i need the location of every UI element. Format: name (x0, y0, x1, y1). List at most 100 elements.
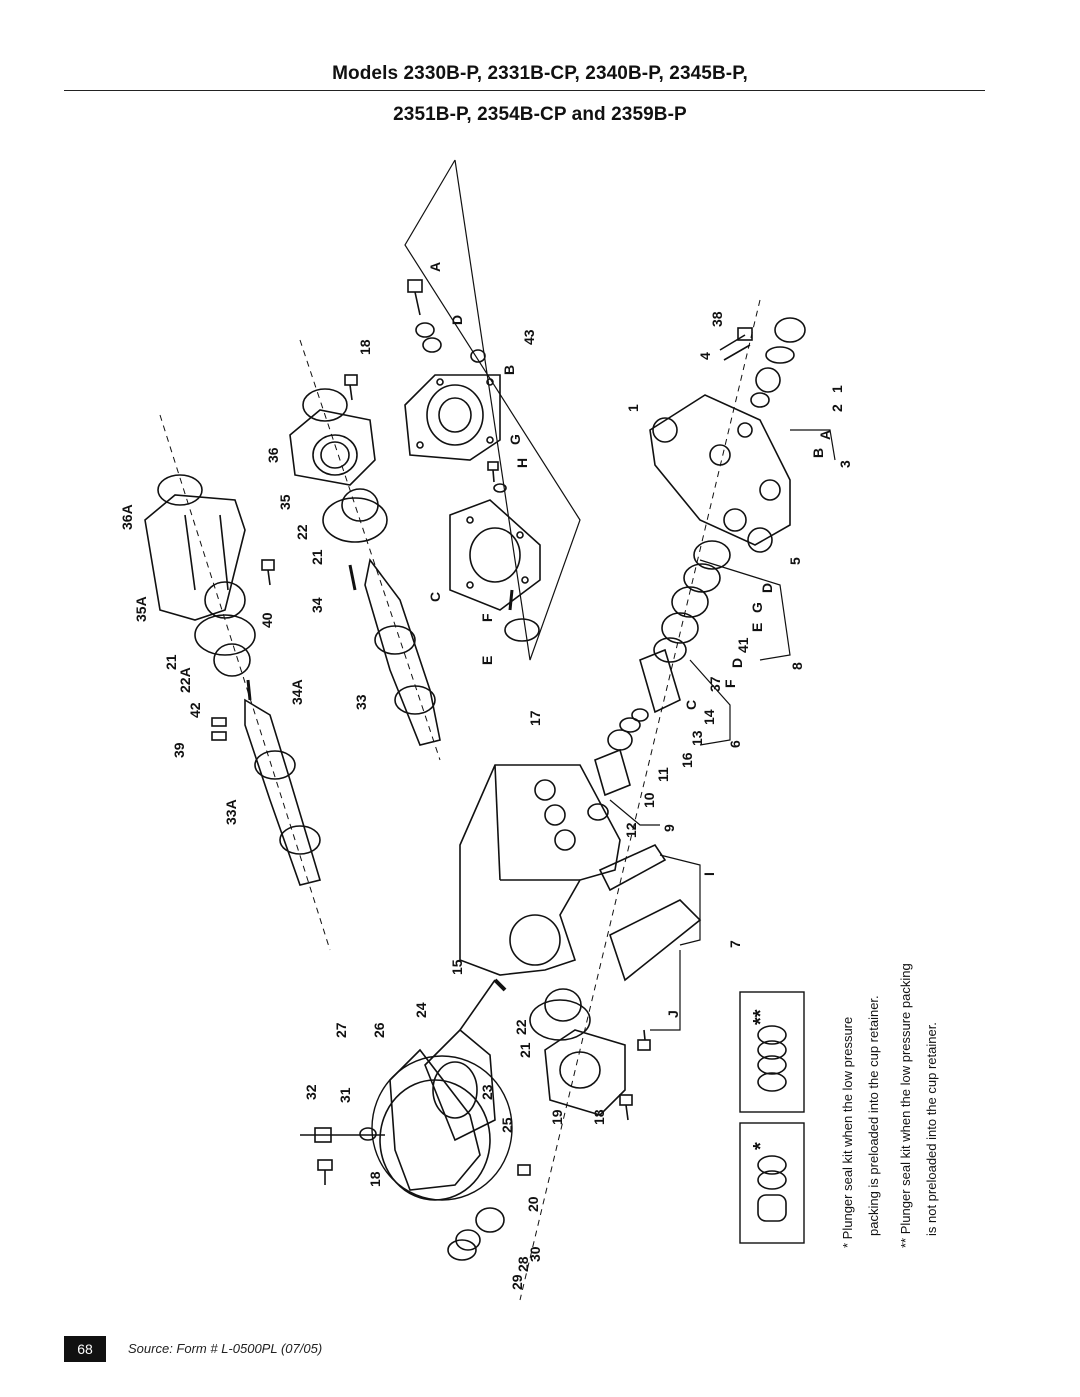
note-1-line-1: * Plunger seal kit when the low pressure (840, 1017, 855, 1248)
label-22-lower: 22 (513, 1019, 529, 1035)
label-34: 34 (309, 597, 325, 613)
crankshaft-33 (364, 558, 441, 746)
label-35a: 35A (133, 596, 149, 622)
label-24: 24 (413, 1002, 429, 1018)
label-40: 40 (259, 612, 275, 628)
manifold-head (649, 394, 791, 553)
label-6: 6 (727, 740, 743, 748)
label-28: 28 (515, 1256, 531, 1272)
label-14: 14 (701, 709, 717, 725)
label-a-top: A (427, 262, 443, 272)
label-a-valve: A (817, 430, 833, 440)
footnotes: * Plunger seal kit when the low pressure… (840, 963, 939, 1248)
label-d-stack: D (759, 583, 775, 593)
note-2-line-2: is not preloaded into the cup retainer. (924, 1022, 939, 1236)
stud-4 (719, 334, 751, 361)
page-number: 68 (64, 1336, 106, 1362)
bearing-housing-35 (289, 409, 376, 486)
piston-10 (594, 748, 631, 797)
label-15: 15 (449, 959, 465, 975)
label-20: 20 (525, 1196, 541, 1212)
label-23: 23 (479, 1084, 495, 1100)
bolt-18-left (317, 1159, 333, 1185)
bearing-housing-35a (144, 494, 246, 621)
label-b-top: B (501, 365, 517, 375)
label-31: 31 (337, 1087, 353, 1103)
plug-1 (774, 317, 806, 343)
kit-double-star-rings (757, 1025, 787, 1092)
label-13: 13 (689, 730, 705, 746)
pin-f (508, 589, 514, 611)
label-f-top: F (479, 613, 495, 622)
label-30: 30 (527, 1246, 543, 1262)
label-21-left: 21 (163, 654, 179, 670)
seal-kit-star-box (739, 1122, 805, 1244)
label-36a: 36A (119, 504, 135, 530)
seal-kit-double-star-box (739, 991, 805, 1113)
bearing-22 (341, 488, 379, 522)
note-2-line-1: ** Plunger seal kit when the low pressur… (898, 963, 913, 1248)
seal-stack (594, 540, 731, 797)
rear-cover-19 (544, 1029, 626, 1116)
source-reference: Source: Form # L-0500PL (07/05) (128, 1341, 323, 1356)
label-33: 33 (353, 694, 369, 710)
key-34 (348, 564, 357, 591)
label-41: 41 (735, 637, 751, 653)
nut-38 (737, 327, 753, 341)
bearing-cover-36 (302, 388, 348, 422)
bolt-18-lower (619, 1094, 633, 1121)
label-11: 11 (655, 767, 671, 782)
o-ring-31 (359, 1127, 377, 1141)
label-39: 39 (171, 742, 187, 758)
label-i: I (701, 872, 717, 876)
label-16: 16 (679, 752, 695, 768)
label-g-top: G (507, 434, 523, 445)
label-32: 32 (303, 1084, 319, 1100)
label-8: 8 (789, 662, 805, 670)
label-18-left: 18 (367, 1171, 383, 1187)
label-43: 43 (521, 329, 537, 345)
label-4: 4 (697, 352, 713, 360)
label-d-lower: D (729, 658, 745, 668)
label-18-lower: 18 (591, 1109, 607, 1125)
label-g-stack: G (749, 602, 765, 613)
adapter-plate-c (449, 499, 541, 611)
bearing-22a (213, 643, 251, 677)
o-ring-29 (447, 1239, 477, 1261)
plunger-c (639, 648, 681, 714)
o-ring-21-left (194, 614, 256, 656)
label-36: 36 (265, 447, 281, 463)
seal-e (504, 618, 540, 642)
label-5: 5 (787, 557, 803, 565)
bearing-22-lower (544, 988, 582, 1022)
crankshaft-33a (244, 698, 322, 886)
valve-3 (755, 367, 781, 393)
kit-double-star-mark: ** (750, 1009, 772, 1025)
label-12: 12 (623, 822, 639, 838)
washer-h (493, 483, 507, 493)
connecting-rod-24 (424, 979, 496, 1142)
lock-washer-30 (475, 1207, 505, 1233)
label-d-top: D (449, 315, 465, 325)
o-ring-2 (765, 346, 795, 364)
label-h: H (514, 458, 530, 468)
bearing-cover-36a (157, 474, 203, 506)
label-37: 37 (707, 676, 723, 692)
part-12 (587, 803, 609, 821)
label-34a: 34A (289, 679, 305, 705)
label-21-top: 21 (309, 549, 325, 565)
note-1-line-2: packing is preloaded into the cup retain… (866, 995, 881, 1236)
label-38: 38 (709, 311, 725, 327)
label-e-top: E (479, 656, 495, 665)
label-f-stack: F (722, 679, 738, 688)
label-29: 29 (509, 1274, 525, 1290)
screw-g (487, 461, 499, 483)
rail-upper (598, 843, 667, 892)
bearing-plate-43 (404, 374, 501, 461)
label-1-plug: 1 (829, 385, 845, 393)
label-3: 3 (837, 460, 853, 468)
bracket-43 (404, 159, 581, 661)
label-c-plunger: C (683, 700, 699, 710)
plunger-rod-15 (493, 978, 507, 992)
